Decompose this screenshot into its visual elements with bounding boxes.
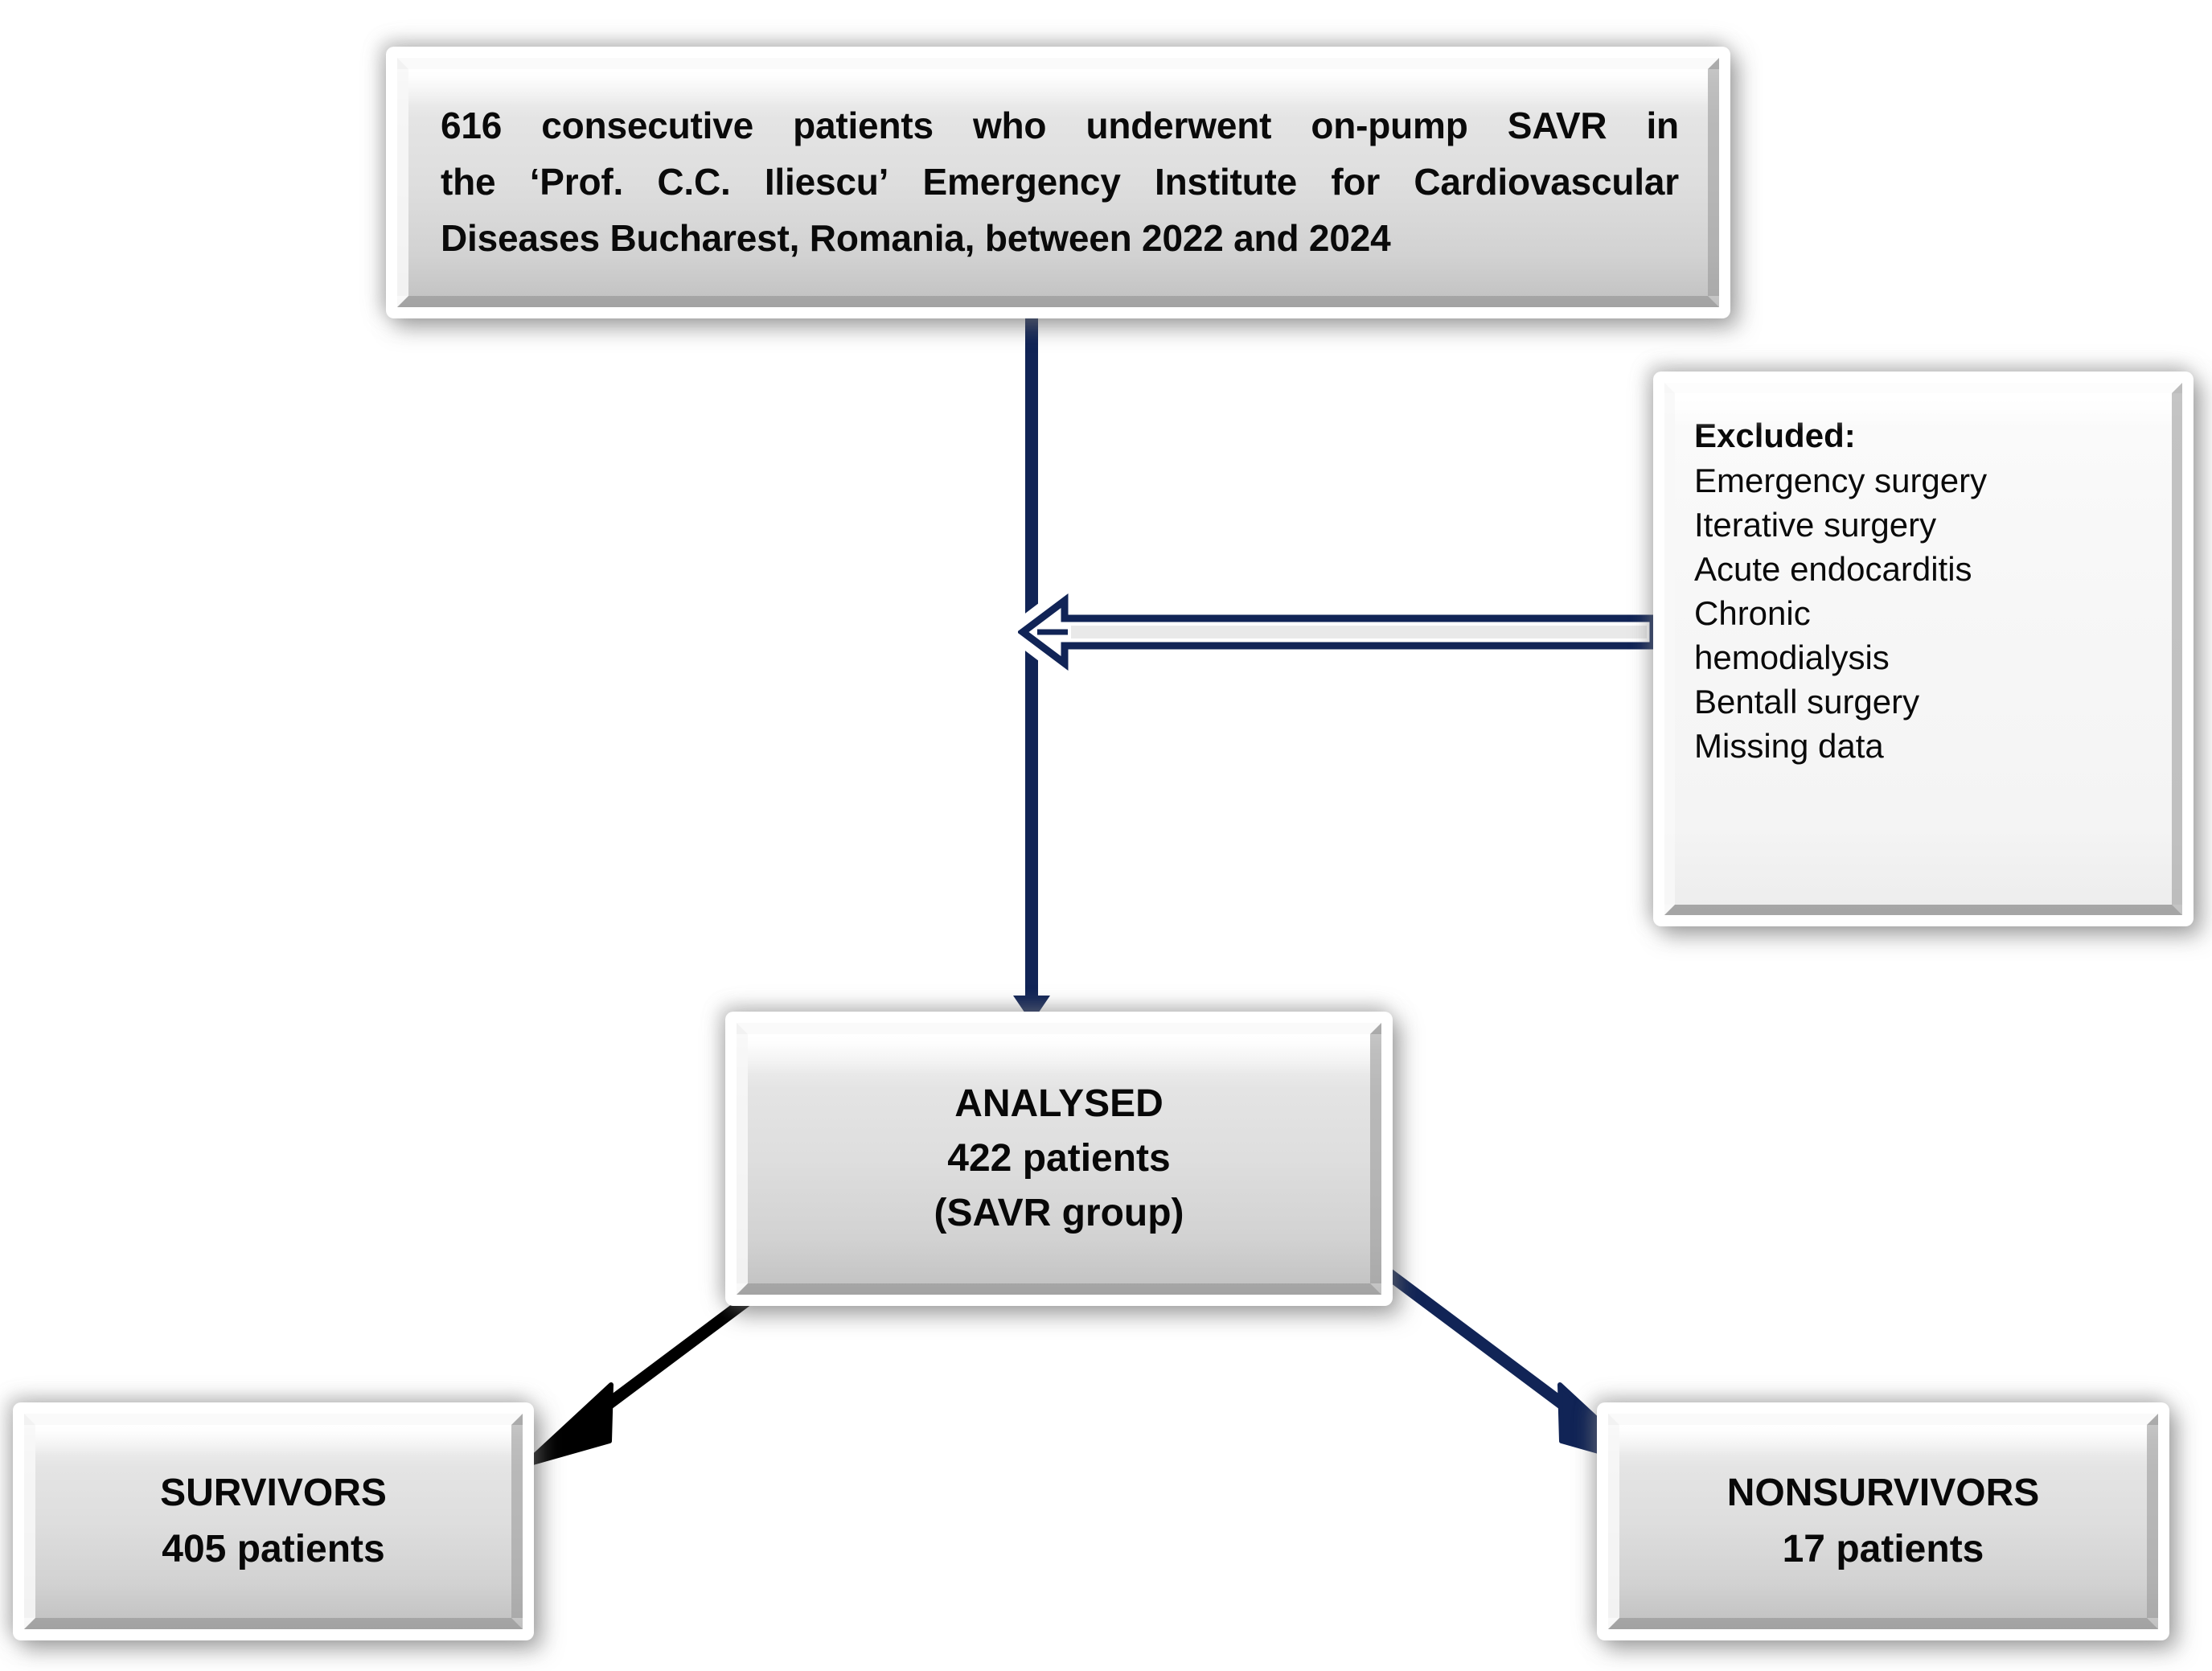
- survivors-line-2: 405 patients: [162, 1528, 385, 1570]
- cohort-line-3: Diseases Bucharest, Romania, between 202…: [441, 216, 1391, 259]
- survivors-box: SURVIVORS 405 patients: [13, 1402, 534, 1640]
- excluded-item: Missing data: [1694, 726, 1884, 765]
- analysed-box-inner: ANALYSED 422 patients (SAVR group): [737, 1023, 1381, 1295]
- excluded-item: Bentall surgery: [1694, 682, 1920, 721]
- excluded-item: hemodialysis: [1694, 638, 1890, 676]
- survivors-box-inner: SURVIVORS 405 patients: [24, 1414, 523, 1629]
- excluded-item: Iterative surgery: [1694, 505, 1937, 544]
- excluded-item: Acute endocarditis: [1694, 549, 1972, 588]
- nonsurvivors-box: NONSURVIVORS 17 patients: [1597, 1402, 2169, 1640]
- excluded-box: Excluded: Emergency surgery Iterative su…: [1653, 372, 2194, 926]
- analysed-line-2: 422 patients: [947, 1136, 1171, 1180]
- analysed-box: ANALYSED 422 patients (SAVR group): [725, 1012, 1393, 1306]
- excluded-to-trunk-arrow: [1008, 586, 1668, 678]
- excluded-box-inner: Excluded: Emergency surgery Iterative su…: [1664, 383, 2182, 915]
- nonsurvivors-line-2: 17 patients: [1782, 1528, 1984, 1570]
- excluded-item: Emergency surgery: [1694, 461, 1988, 499]
- left-block-arrow-icon: [1008, 586, 1668, 678]
- survivors-line-1: SURVIVORS: [160, 1472, 387, 1515]
- nonsurvivors-box-inner: NONSURVIVORS 17 patients: [1608, 1414, 2158, 1629]
- vertical-shaft: [1025, 312, 1038, 1020]
- nonsurvivors-line-1: NONSURVIVORS: [1726, 1472, 2040, 1515]
- excluded-title: Excluded:: [1694, 417, 1856, 454]
- analysed-line-3: (SAVR group): [934, 1192, 1184, 1235]
- analysed-line-1: ANALYSED: [954, 1082, 1163, 1125]
- excluded-item: Chronic: [1694, 593, 1811, 632]
